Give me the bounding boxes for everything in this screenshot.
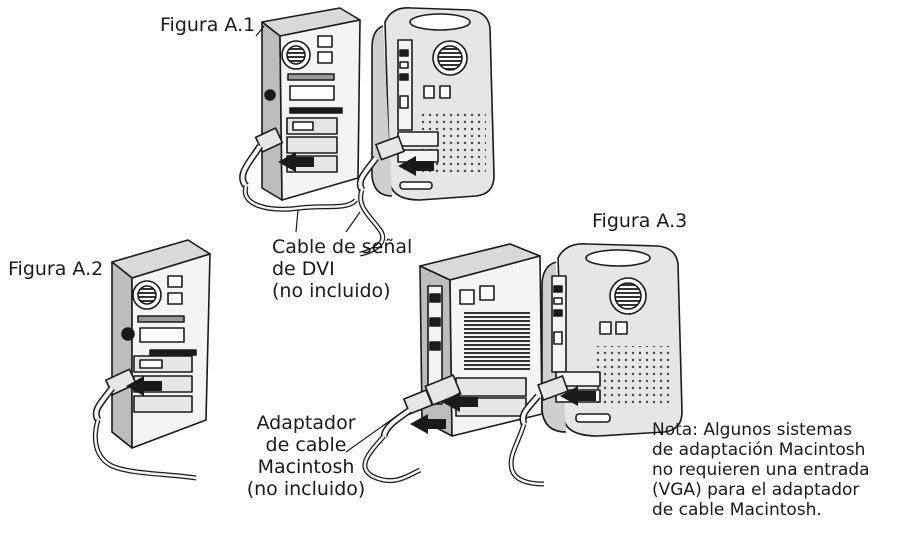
- pc-tower-a3: [419, 243, 543, 437]
- dvi-cable-callout-line-2: de DVI: [272, 258, 335, 280]
- arrow-a3-mac: [560, 386, 596, 406]
- arrow-a3-pc-1: [442, 392, 478, 412]
- note-line-1: Nota: Algunos sistemas: [652, 420, 853, 440]
- figure-a2-label: Figura A.2: [8, 258, 104, 280]
- dvi-cable-a2: [92, 368, 197, 481]
- note-line-2: de adaptación Macintosh: [652, 440, 866, 460]
- leader-line-dvi-2: [345, 211, 361, 233]
- dvi-cable-a1-mac: [356, 135, 406, 257]
- dvi-cable-a1-pc: [239, 127, 358, 212]
- figure-a3-label: Figura A.3: [592, 210, 688, 232]
- arrow-a1-pc: [278, 152, 314, 172]
- figure-a3-drawing: [345, 242, 683, 487]
- figure-a1-drawing: [239, 6, 495, 257]
- note-callout: Nota: Algunos sistemas de adaptación Mac…: [652, 420, 870, 520]
- arrow-a3-pc-2: [410, 414, 446, 434]
- mac-adapter-callout-line-2: de cable: [265, 434, 347, 456]
- figure-a2-drawing: [92, 239, 211, 481]
- dvi-cable-callout-line-3: (no incluido): [272, 280, 391, 302]
- mac-adapter-callout: Adaptador de cable Macintosh (no incluid…: [240, 412, 372, 500]
- dvi-cable-callout: Cable de señal de DVI (no incluido): [272, 236, 412, 302]
- arrow-a2: [126, 376, 162, 396]
- mac-adapter-callout-line-3: Macintosh: [257, 456, 355, 478]
- leader-line-a1: [255, 25, 265, 37]
- leader-line-dvi-1: [295, 209, 299, 233]
- dvi-cable-callout-line-1: Cable de señal: [272, 236, 413, 258]
- figure-a1-label: Figura A.1: [160, 14, 256, 36]
- arrow-a1-mac: [398, 156, 434, 176]
- dvi-cable-a3-mac: [508, 375, 569, 487]
- mac-g4-a1: [371, 6, 495, 201]
- note-line-3: no requieren una entrada: [652, 460, 870, 480]
- pc-tower-a2: [111, 239, 211, 449]
- mac-adapter-a3: [362, 374, 462, 484]
- leader-line-adapter: [345, 407, 409, 453]
- note-line-5: de cable Macintosh.: [652, 500, 822, 520]
- mac-g4-a3: [541, 242, 683, 437]
- mac-adapter-callout-line-4: (no incluido): [246, 478, 366, 500]
- pc-tower-a1: [261, 7, 361, 201]
- mac-adapter-callout-line-1: Adaptador: [256, 412, 356, 434]
- note-line-4: (VGA) para el adaptador: [652, 480, 860, 500]
